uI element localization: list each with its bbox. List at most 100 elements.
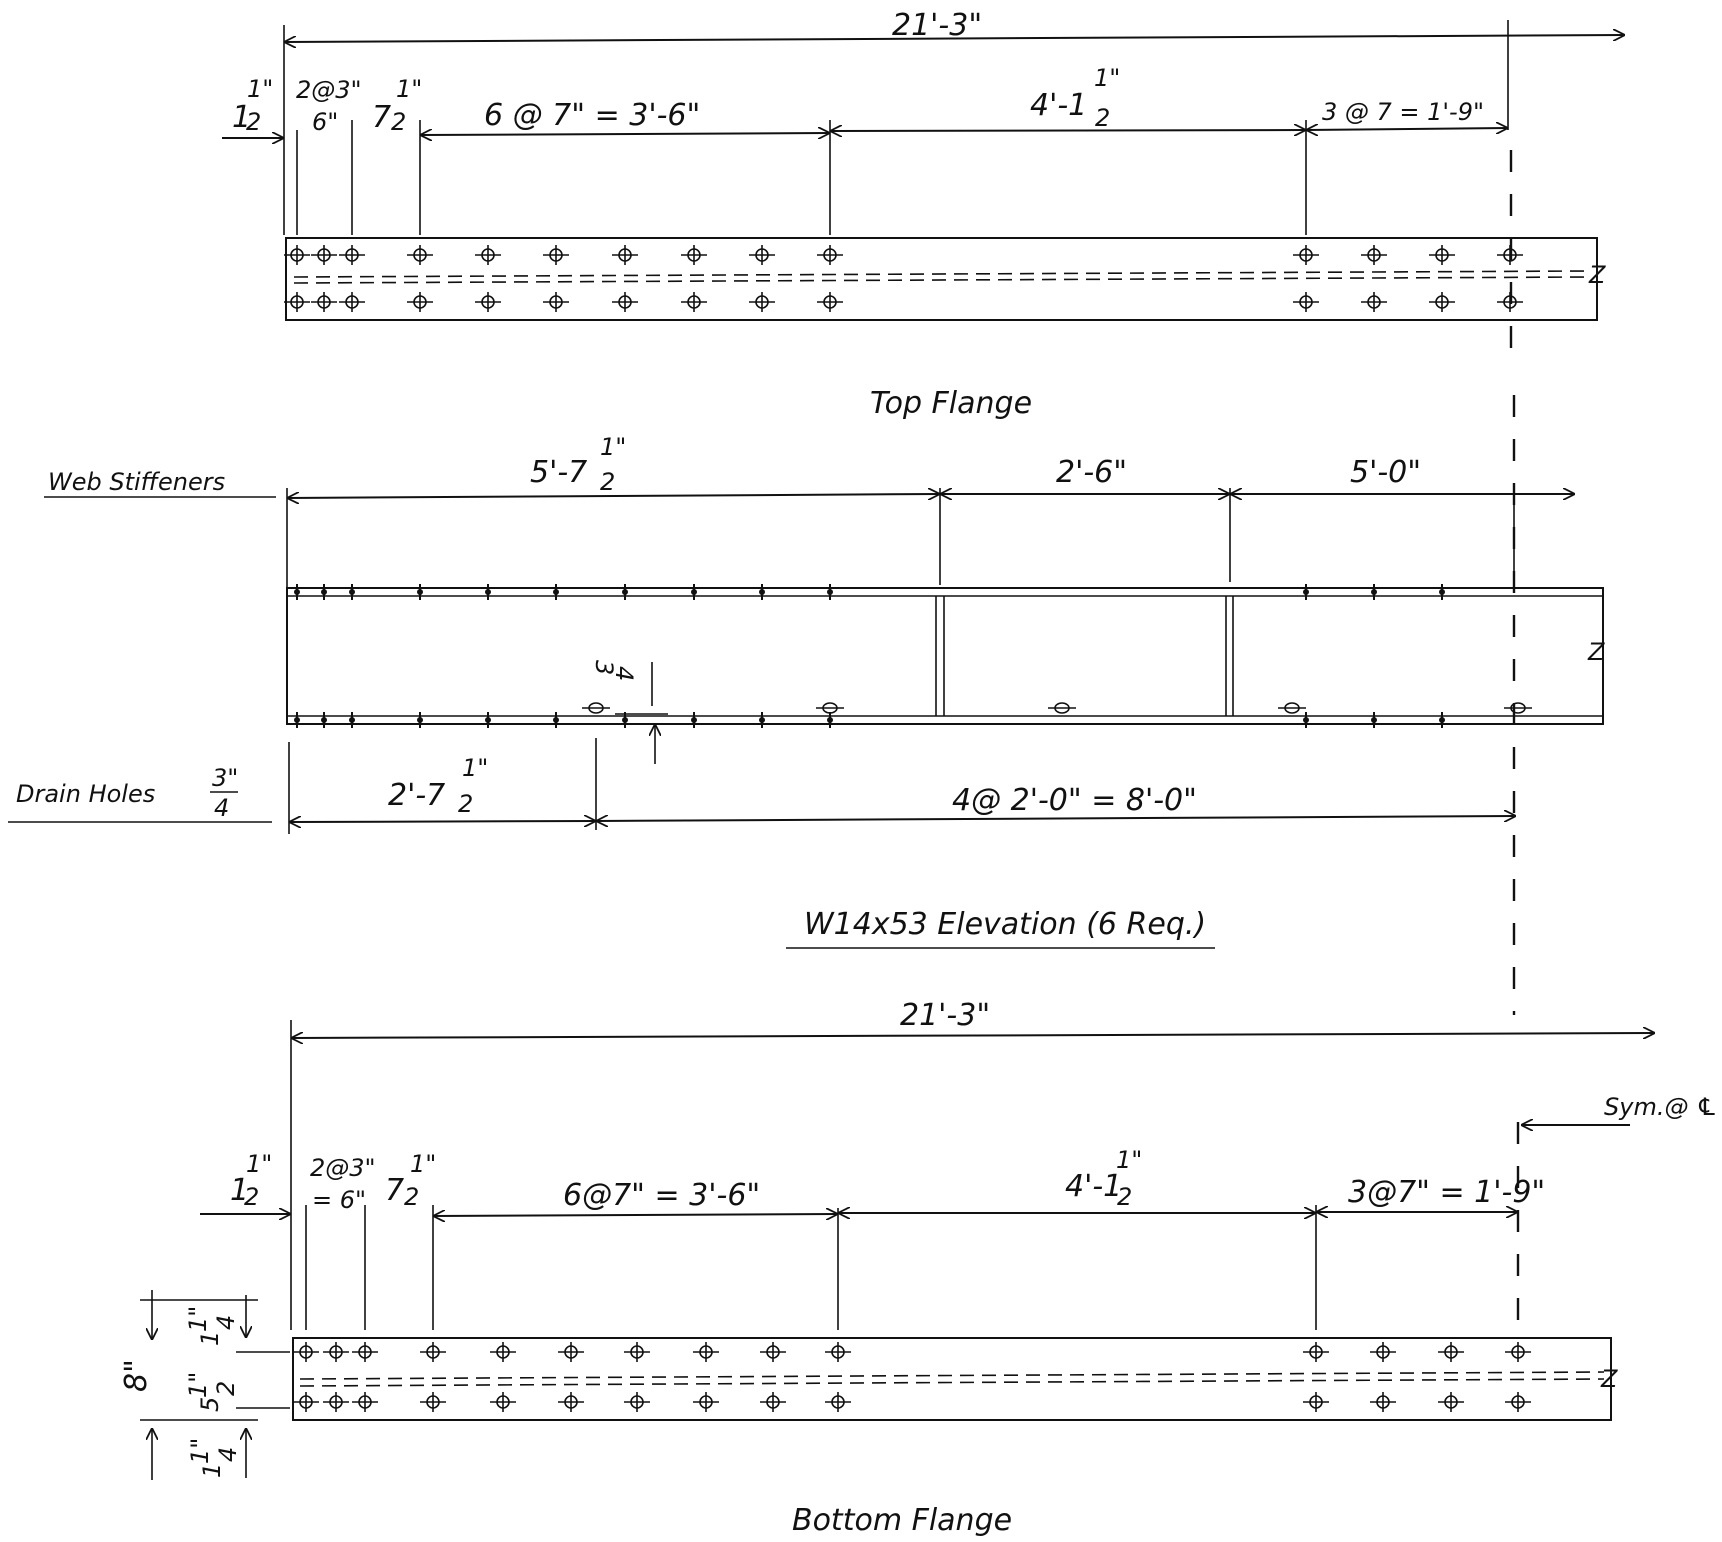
bolt-hole-icon [490, 1392, 516, 1412]
bolt-mark-icon [485, 584, 491, 600]
bolt-hole-icon [1429, 245, 1455, 265]
bolt-mark-icon [622, 584, 628, 600]
bolt-hole-icon [543, 292, 569, 312]
bottom-gap-den: 2 [404, 1183, 419, 1211]
top-overall-dim: 21'-3" [892, 8, 982, 43]
bolt-hole-icon [352, 1392, 378, 1412]
stiff-a-den: 2 [600, 468, 615, 496]
bolt-hole-icon [817, 292, 843, 312]
top-gap-whole: 7 [372, 100, 391, 135]
bolt-hole-icon [475, 292, 501, 312]
bolt-hole-icon [323, 1392, 349, 1412]
bolt-hole-icon [1429, 292, 1455, 312]
bolt-hole-icon [475, 245, 501, 265]
stiff-c-dim: 5'-0" [1350, 455, 1421, 490]
bottom-flange-title: Bottom Flange [792, 1503, 1012, 1538]
bolt-hole-icon [1370, 1342, 1396, 1362]
bolt-hole-icon [681, 292, 707, 312]
bottom-edge-top-den: 4 [212, 1315, 240, 1330]
bottom-edge-top-whole: 1 [196, 1331, 224, 1346]
bolt-hole-icon [749, 292, 775, 312]
bolt-hole-icon [1438, 1392, 1464, 1412]
bolt-mark-icon [759, 584, 765, 600]
bolt-mark-icon [1303, 712, 1309, 728]
top-mid-num: 1" [1094, 64, 1120, 92]
bolt-mark-icon [553, 712, 559, 728]
bolt-mark-icon [417, 712, 423, 728]
bolt-hole-icon [681, 245, 707, 265]
top-flange-title: Top Flange [870, 386, 1032, 421]
bolt-hole-icon [293, 1392, 319, 1412]
bottom-pitch-b: 6@7" = 3'-6" [563, 1178, 760, 1213]
drain-hole-icon [1504, 702, 1532, 714]
bolt-mark-icon [294, 584, 300, 600]
bolt-mark-icon [417, 584, 423, 600]
drain-size-num: 3" [212, 764, 238, 792]
bolt-hole-icon [1370, 1392, 1396, 1412]
elevation-title: W14x53 Elevation (6 Req.) [804, 907, 1206, 942]
top-pitch-b: 6 @ 7" = 3'-6" [484, 98, 700, 133]
top-gap-den: 2 [391, 108, 406, 136]
bottom-pitch-a-line2: = 6" [312, 1186, 366, 1214]
bolt-hole-icon [1497, 292, 1523, 312]
bolt-hole-icon [1505, 1342, 1531, 1362]
bolt-hole-icon [760, 1342, 786, 1362]
drain-hole-icon [816, 702, 844, 714]
bolt-mark-icon [691, 712, 697, 728]
bolt-mark-icon [1371, 584, 1377, 600]
bolt-mark-icon [321, 712, 327, 728]
top-edge-whole: 1 [232, 100, 251, 135]
elevation-view: Web Stiffeners 5'-7 1" 2 2'-6" 5'-0" Z 3… [8, 433, 1605, 949]
bolt-hole-icon [817, 245, 843, 265]
bolt-hole-icon [1303, 1342, 1329, 1362]
bottom-gauge-whole: 5 [196, 1397, 224, 1412]
bolt-hole-icon [543, 245, 569, 265]
bolt-hole-icon [1497, 245, 1523, 265]
bolt-mark-icon [1371, 712, 1377, 728]
bottom-mid-num: 1" [1116, 1146, 1142, 1174]
bottom-flange-view: 21'-3" Sym.@ ℄ 1 1" 2 2@3" = 6" 7 1" 2 6… [119, 998, 1718, 1538]
bolt-hole-icon [407, 292, 433, 312]
bottom-edge-top-num: 1" [184, 1306, 212, 1332]
drain-hole-icon [582, 702, 610, 714]
bottom-mid-whole: 4'-1 [1065, 1169, 1122, 1204]
bolt-mark-icon [759, 712, 765, 728]
bottom-edge-whole: 1 [230, 1173, 249, 1208]
bottom-pitch-a-line1: 2@3" [310, 1154, 376, 1182]
bottom-edge-den: 2 [244, 1183, 259, 1211]
bolt-hole-icon [420, 1342, 446, 1362]
bolt-hole-icon [1438, 1342, 1464, 1362]
bolt-hole-icon [825, 1342, 851, 1362]
drain-a-whole: 2'-7 [388, 778, 445, 813]
bolt-hole-icon [624, 1342, 650, 1362]
bolt-mark-icon [294, 712, 300, 728]
bottom-gauge-num: 1" [184, 1372, 212, 1398]
bolt-mark-icon [321, 584, 327, 600]
bottom-edge-num: 1" [246, 1150, 272, 1178]
top-pitch-a-line1: 2@3" [296, 76, 362, 104]
bolt-hole-icon [311, 292, 337, 312]
stiff-a-num: 1" [600, 433, 626, 461]
top-edge-num: 1" [247, 75, 273, 103]
svg-text:Z: Z [1587, 638, 1605, 666]
top-gap-num: 1" [396, 75, 422, 103]
bolt-mark-icon [1439, 712, 1445, 728]
top-mid-whole: 4'-1 [1030, 88, 1087, 123]
bottom-gap-num: 1" [410, 1150, 436, 1178]
bolt-mark-icon [349, 584, 355, 600]
stiff-a-whole: 5'-7 [530, 455, 587, 490]
top-pitch-a-line2: 6" [312, 108, 338, 136]
top-mid-den: 2 [1095, 104, 1110, 132]
bolt-hole-icon [624, 1392, 650, 1412]
drain-offset-num: 3 [590, 660, 618, 675]
bottom-gap-whole: 7 [385, 1173, 404, 1208]
bolt-hole-icon [339, 292, 365, 312]
bolt-hole-icon [1505, 1392, 1531, 1412]
bottom-pitch-c: 3@7" = 1'-9" [1348, 1175, 1545, 1210]
bolt-hole-icon [749, 245, 775, 265]
bolt-hole-icon [558, 1342, 584, 1362]
drain-a-den: 2 [458, 790, 473, 818]
bottom-mid-den: 2 [1117, 1183, 1132, 1211]
stiff-b-dim: 2'-6" [1056, 455, 1127, 490]
